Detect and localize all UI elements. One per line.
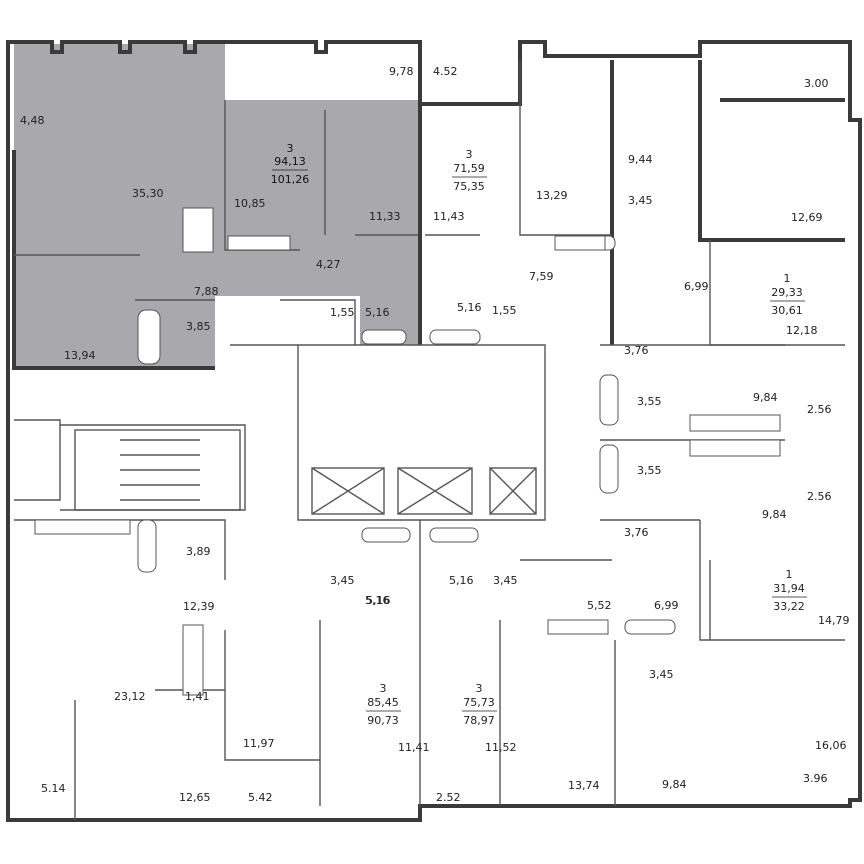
apartment-rooms: 1 [784,272,791,285]
apartment-label-apt-se-upper[interactable]: 1 31,94 33,22 [772,568,807,613]
room-area: 2.56 [807,403,832,416]
room-area: 6,99 [684,280,709,293]
room-area: 3,89 [186,545,211,558]
kitchen-units [34,207,781,696]
apartment-area-living: 94,13 [274,155,306,168]
room-area: 1,55 [330,306,355,319]
elevator-middle [397,467,473,515]
room-area-labels: 4,48 35,30 9,78 10,85 11,33 4,27 7,88 3,… [20,65,850,804]
room-area: 13,74 [568,779,600,792]
apartment-area-total: 75,35 [453,180,485,193]
room-area: 3,45 [493,574,518,587]
room-area: 3,55 [637,395,662,408]
room-area: 5,16 [365,594,390,607]
room-area: 3,45 [330,574,355,587]
room-area: 3,76 [624,344,649,357]
room-area: 2.52 [436,791,461,804]
room-area: 3.96 [803,772,828,785]
selected-apartment-fill [14,44,418,368]
selected-apartment[interactable] [14,44,418,368]
room-area: 5,16 [366,594,391,607]
room-area: 11,33 [369,210,401,223]
room-area: 4.52 [433,65,458,78]
apartment-label-apt-nw[interactable]: 3 94,13 101,26 [271,142,310,186]
room-area: 5,16 [365,306,390,319]
apartment-label-apt-s[interactable]: 3 85,45 90,73 [366,682,401,727]
elevator-right [489,467,537,515]
apartment-area-living: 75,73 [463,696,495,709]
room-area: 9,84 [762,508,787,521]
room-area: 11,97 [243,737,275,750]
apartment-rooms: 3 [466,148,473,161]
room-area: 3,45 [649,668,674,681]
room-area: 5,16 [457,301,482,314]
room-area: 9,84 [662,778,687,791]
interior-walls [14,60,845,820]
room-area: 9,78 [389,65,414,78]
room-area: 1,55 [492,304,517,317]
room-area: 9,84 [753,391,778,404]
room-area: 3,85 [186,320,211,333]
room-area: 10,85 [234,197,266,210]
room-area: 5.42 [248,791,273,804]
room-area: 12,65 [179,791,211,804]
stairwell [74,429,241,511]
apartment-area-total: 30,61 [771,304,803,317]
room-area: 4,48 [20,114,45,127]
apartment-label-apt-n[interactable]: 3 71,59 75,35 [452,148,487,193]
apartment-area-living: 71,59 [453,162,485,175]
apartment-area-living: 85,45 [367,696,399,709]
room-area: 13,29 [536,189,568,202]
elevator-left [311,467,385,515]
room-area: 14,79 [818,614,850,627]
room-area: 11,43 [433,210,465,223]
room-area: 35,30 [132,187,164,200]
room-area: 1,41 [185,690,210,703]
room-area: 4,27 [316,258,341,271]
room-area: 3.00 [804,77,829,90]
apartment-area-total: 33,22 [773,600,805,613]
room-area: 5,16 [449,574,474,587]
room-area: 3,76 [624,526,649,539]
room-area: 7,59 [529,270,554,283]
apartment-rooms: 3 [476,682,483,695]
room-area: 7,88 [194,285,219,298]
room-area: 9,44 [628,153,653,166]
room-area: 12,18 [786,324,818,337]
room-area: 12,69 [791,211,823,224]
apartment-label-apt-s2[interactable]: 3 75,73 78,97 [462,682,497,727]
apartment-area-total: 90,73 [367,714,399,727]
room-area: 23,12 [114,690,146,703]
apartment-rooms: 3 [287,142,294,155]
room-area: 12,39 [183,600,215,613]
apartment-rooms: 1 [786,568,793,581]
bathtubs [137,235,676,635]
room-area: 3,55 [637,464,662,477]
outer-walls [6,40,862,822]
room-area: 3,45 [628,194,653,207]
room-area: 2.56 [807,490,832,503]
apartment-rooms: 3 [380,682,387,695]
room-area: 11,52 [485,741,517,754]
room-area: 6,99 [654,599,679,612]
apartment-area-total: 101,26 [271,173,310,186]
room-area: 13,94 [64,349,96,362]
apartment-area-living: 31,94 [773,582,805,595]
apartment-area-total: 78,97 [463,714,495,727]
room-area: 5,52 [587,599,612,612]
apartment-area-living: 29,33 [771,286,803,299]
apartment-label-apt-e[interactable]: 1 29,33 30,61 [770,272,805,317]
room-area: 11,41 [398,741,430,754]
room-area: 5.14 [41,782,66,795]
room-area: 16,06 [815,739,847,752]
